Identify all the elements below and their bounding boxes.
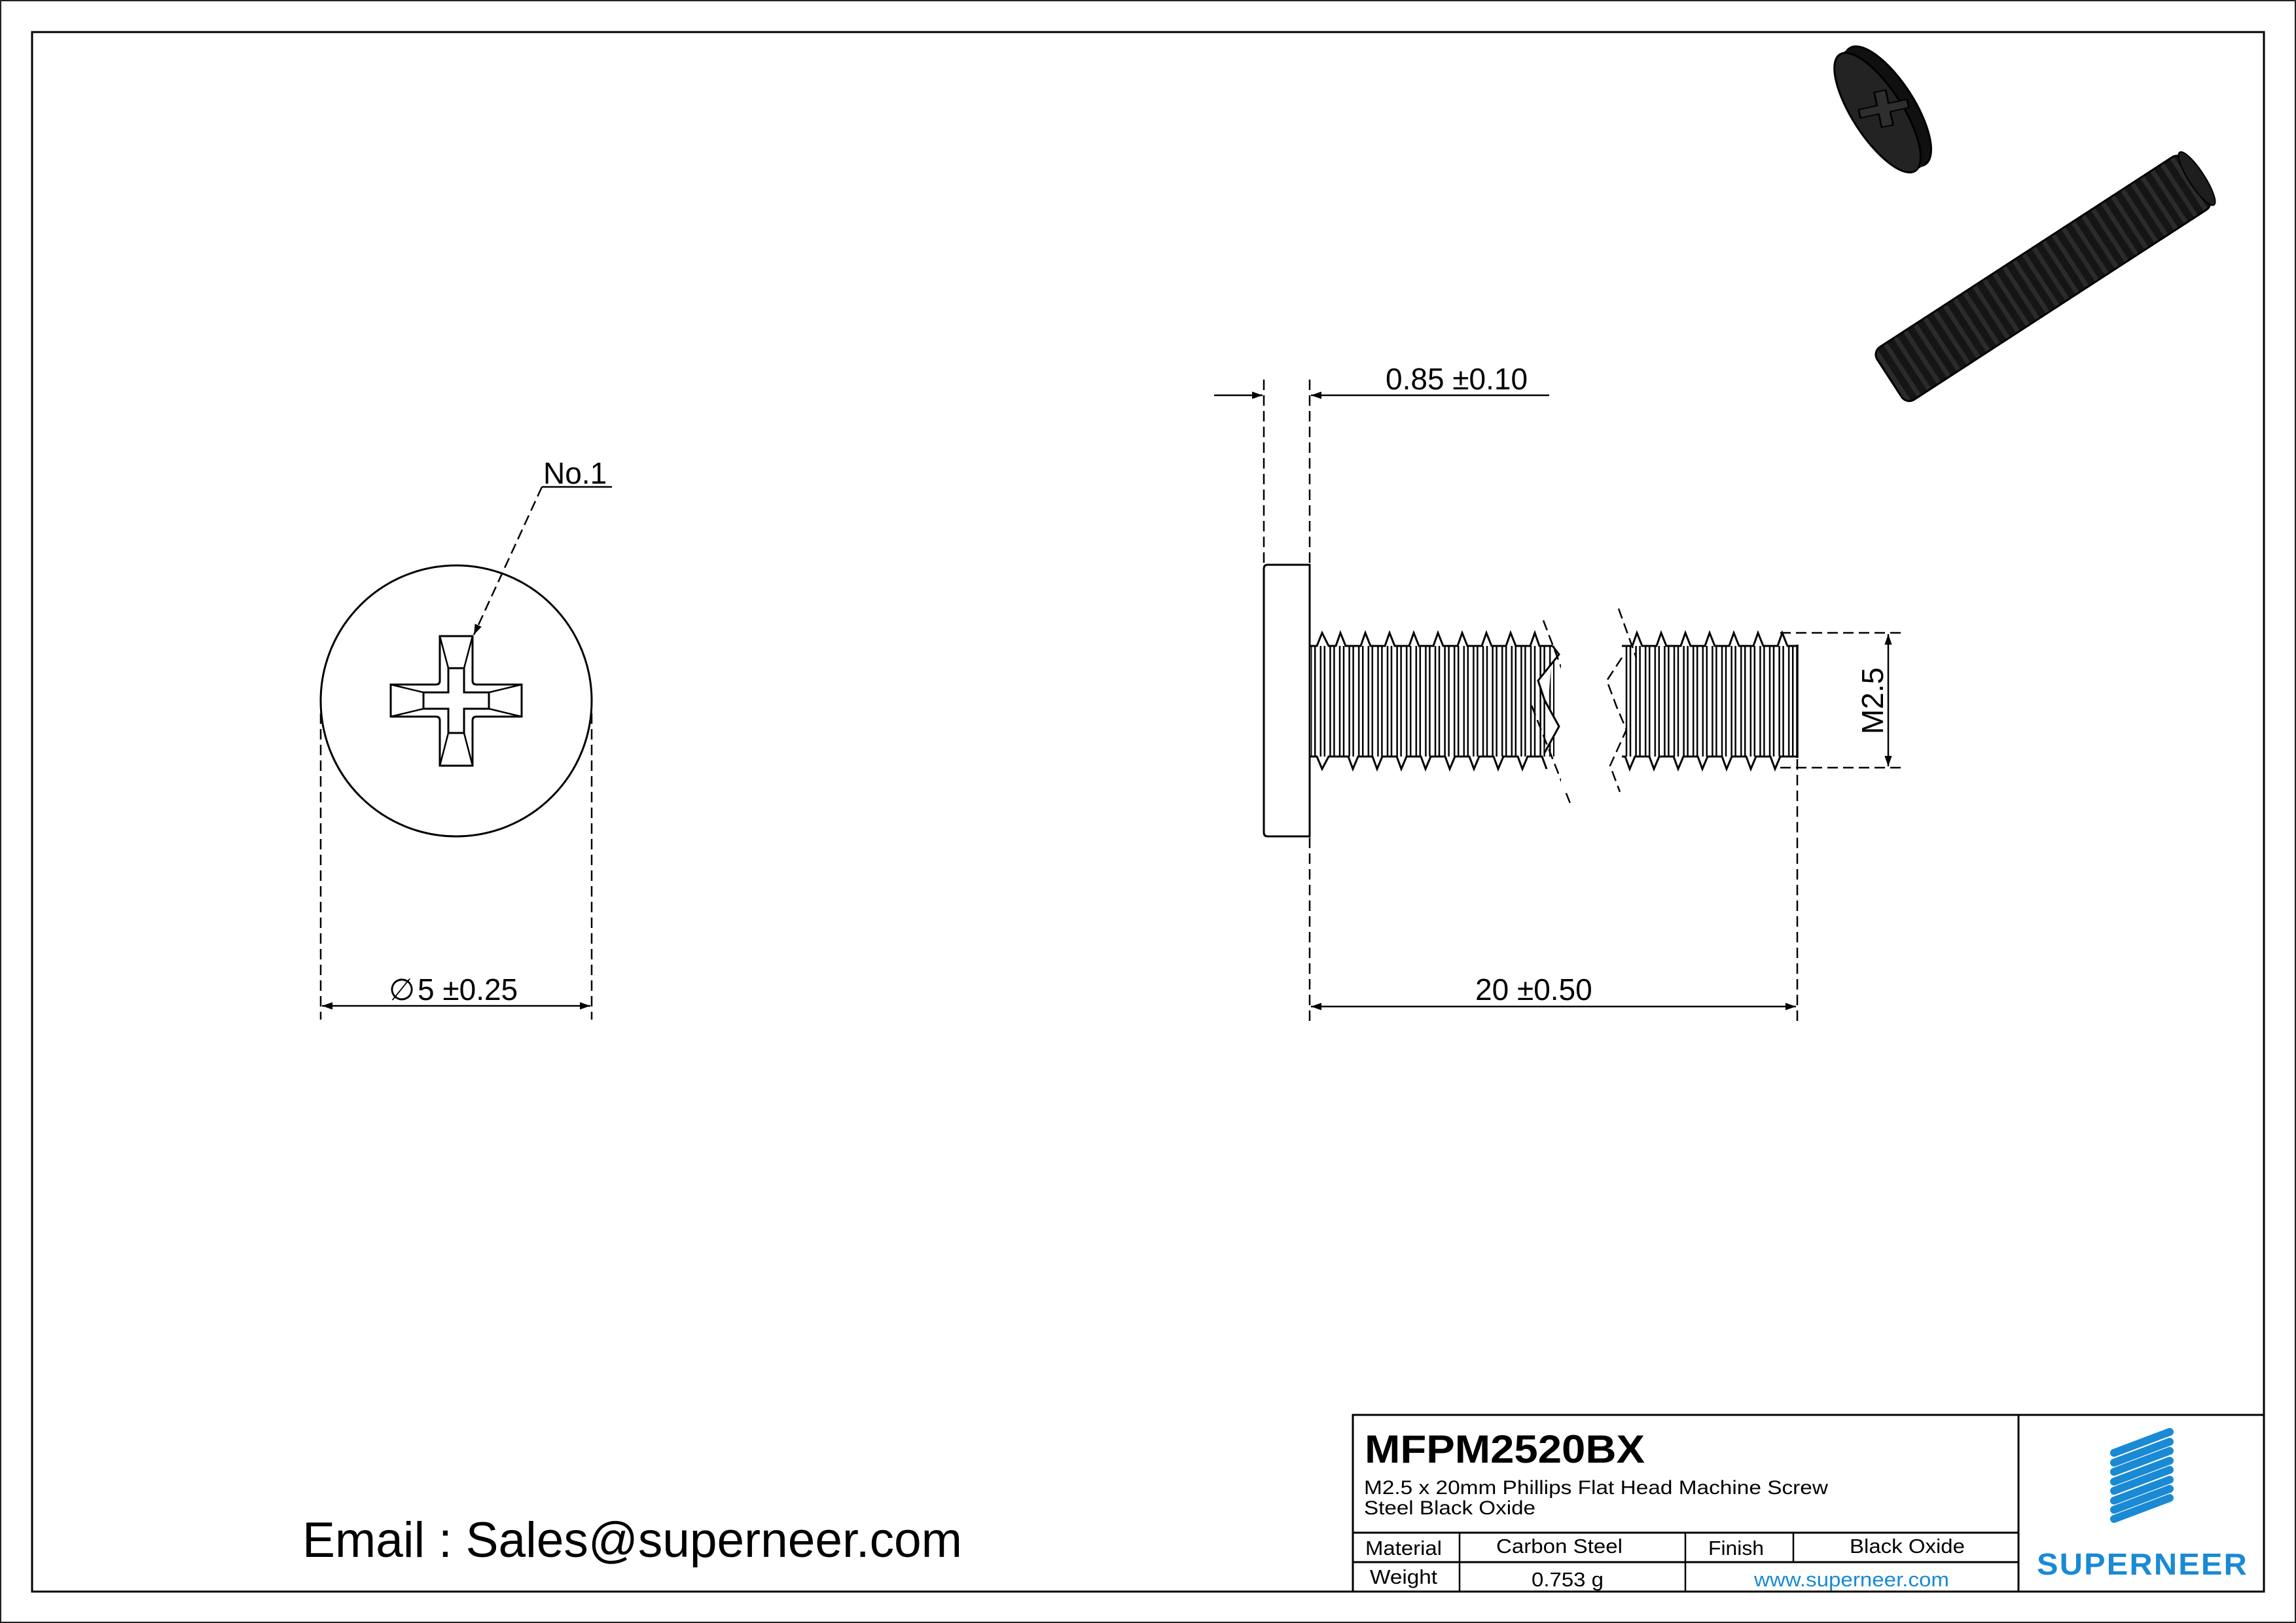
brand-name: SUPERNEER: [2037, 1547, 2248, 1581]
thread-dimension-label: M2.5: [1856, 668, 1890, 734]
diameter-symbol-icon: ∅: [389, 972, 415, 1007]
finish-value: Black Oxide: [1850, 1535, 1965, 1558]
part-number: MFPM2520BX: [1365, 1427, 1645, 1471]
weight-value: 0.753 g: [1532, 1568, 1604, 1591]
side-view: 0.85 ±0.10 20 ±0.50 M2.5: [1214, 362, 1905, 1021]
head-height-dimension-label: 0.85 ±0.10: [1386, 362, 1528, 396]
diameter-dimension-label: 5 ±0.25: [418, 972, 518, 1007]
weight-label: Weight: [1370, 1565, 1437, 1588]
material-label: Material: [1365, 1537, 1442, 1560]
part-description-line2: Steel Black Oxide: [1364, 1497, 1535, 1519]
length-dimension-label: 20 ±0.50: [1475, 972, 1592, 1007]
phillips-icon: [1857, 89, 1910, 128]
website-link[interactable]: www.superneer.com: [1753, 1568, 1949, 1591]
title-block: MFPM2520BX M2.5 x 20mm Phillips Flat Hea…: [1352, 1414, 2265, 1593]
inner-border: [31, 31, 2265, 1593]
head-outline: [319, 564, 593, 838]
finish-label: Finish: [1708, 1537, 1764, 1560]
recess-inner: [422, 667, 490, 734]
phillips-recess-icon: [389, 635, 523, 767]
superneer-logo-icon: [2110, 1428, 2174, 1523]
thread-right: [1605, 608, 1799, 793]
part-description: M2.5 x 20mm Phillips Flat Head Machine S…: [1364, 1477, 1828, 1499]
callout-leader: [473, 486, 543, 635]
material-value: Carbon Steel: [1496, 1535, 1623, 1558]
recess-callout-label: No.1: [543, 456, 607, 490]
isometric-screw-render: [1833, 45, 2216, 402]
contact-email[interactable]: Email : Sales@superneer.com: [302, 1512, 962, 1568]
screw-head-profile: [1263, 563, 1311, 838]
front-view: No.1 ∅ 5 ±0.25: [319, 456, 612, 1020]
thread-left: [1310, 620, 1572, 806]
